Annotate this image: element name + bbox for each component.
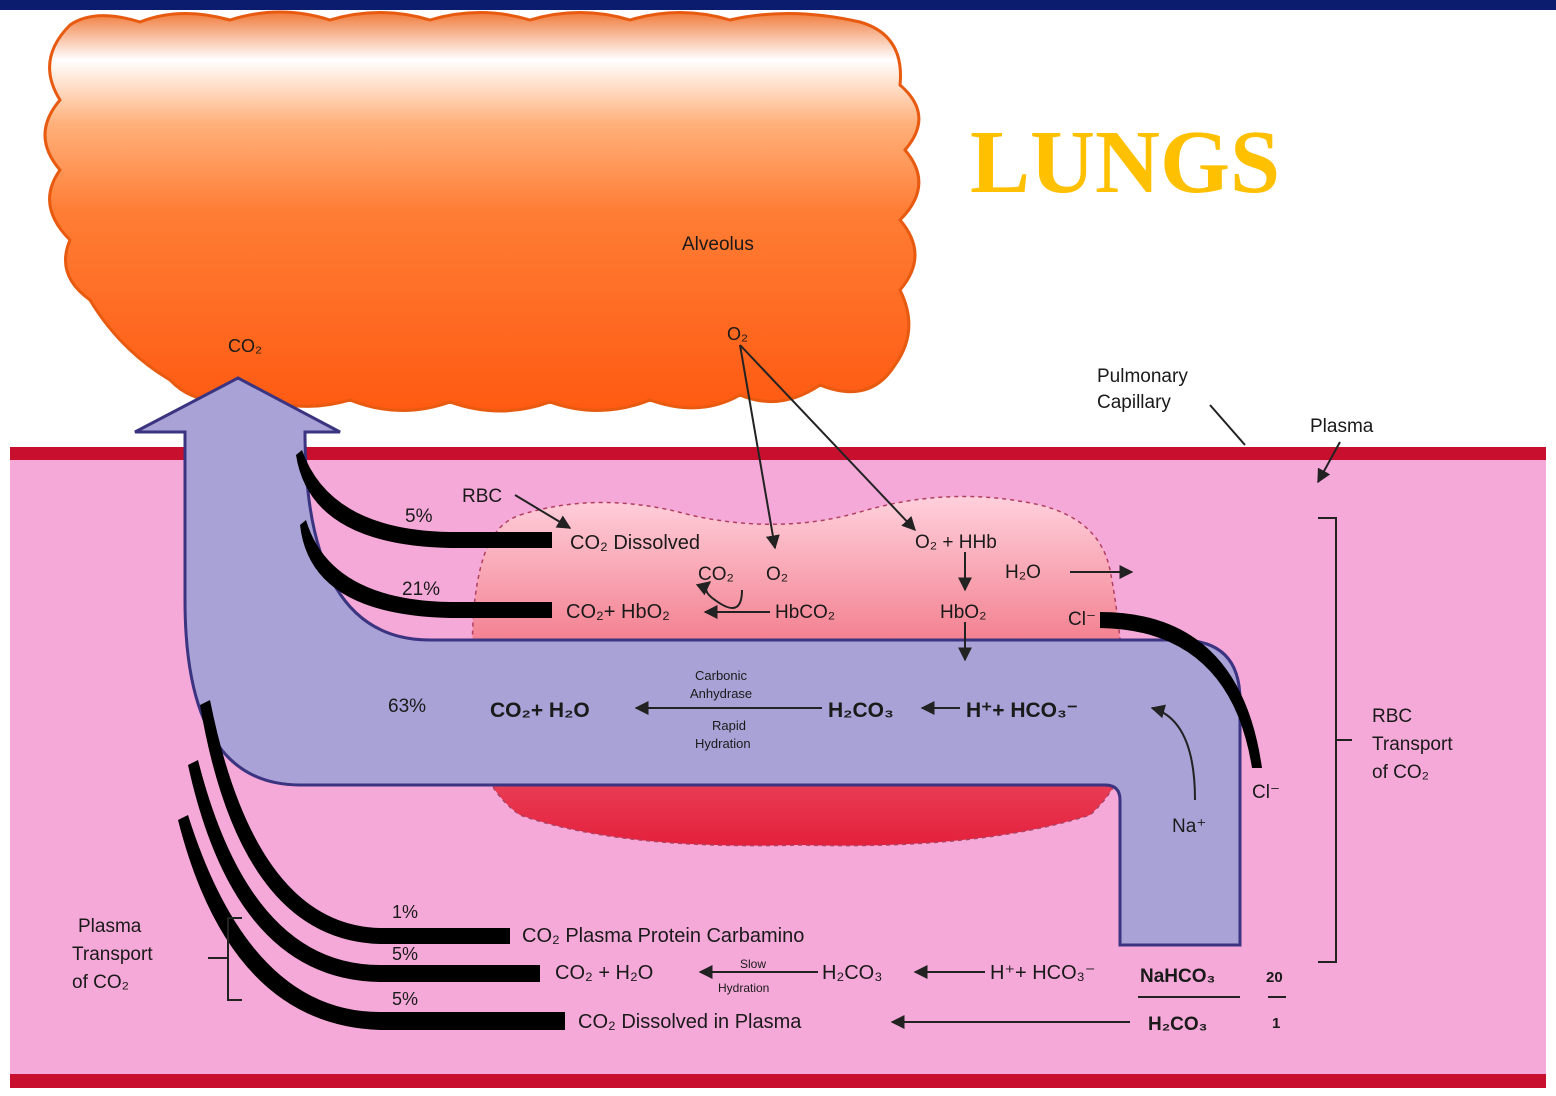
enzyme-label-1: Carbonic	[695, 668, 748, 683]
plasma-row-3-text: CO₂ Dissolved in Plasma	[578, 1011, 802, 1033]
enzyme-label-2: Anhydrase	[690, 686, 752, 701]
plasma-transport-label-3: of CO₂	[72, 972, 129, 993]
plasma-row-1-percent: 1%	[392, 902, 418, 922]
alveolus-label: Alveolus	[682, 234, 754, 255]
rbc-label: RBC	[462, 486, 502, 507]
rapid-label-1: Rapid	[712, 718, 746, 733]
rbc-co2-label: CO₂	[698, 564, 734, 585]
nahco3-label: NaHCO₃	[1140, 966, 1215, 987]
plasma-label: Plasma	[1310, 416, 1374, 437]
rbc-h-hco3-label: H⁺+ HCO₃⁻	[966, 699, 1078, 722]
hbco2-label: HbCO₂	[775, 602, 835, 623]
rbc-transport-label-1: RBC	[1372, 706, 1412, 727]
ratio-bottom: 1	[1272, 1015, 1280, 1032]
rbc-transport-label-3: of CO₂	[1372, 762, 1429, 783]
rbc-row-3-text: CO₂+ H₂O	[490, 699, 590, 722]
rbc-row-2-percent: 21%	[402, 579, 440, 600]
rbc-o2-label: O₂	[766, 564, 788, 585]
plasma-h2co3-label: H₂CO₃	[822, 962, 882, 984]
alveolus-o2-label: O₂	[727, 324, 748, 344]
rbc-row-1-text: CO₂ Dissolved	[570, 532, 700, 554]
rbc-transport-label-2: Transport	[1372, 734, 1453, 755]
plasma-row-2-text: CO₂ + H₂O	[555, 962, 653, 984]
slow-label: Slow	[740, 957, 766, 971]
plasma-row-2-percent: 5%	[392, 944, 418, 964]
plasma-row-1-text: CO₂ Plasma Protein Carbamino	[522, 925, 804, 947]
page-title: LUNGS	[970, 113, 1280, 212]
plasma-row-3-percent: 5%	[392, 989, 418, 1009]
cl-inside-label: Cl⁻	[1068, 609, 1096, 630]
plasma-h-hco3-label: H⁺+ HCO₃⁻	[990, 962, 1095, 984]
pulmonary-capillary-label-2: Capillary	[1097, 392, 1171, 413]
hydration-label: Hydration	[718, 981, 769, 995]
rbc-row-2-text: CO₂+ HbO₂	[566, 601, 670, 623]
pulmonary-capillary-label-1: Pulmonary	[1097, 366, 1188, 387]
plasma-transport-label-1: Plasma	[78, 916, 142, 937]
rbc-row-3-percent: 63%	[388, 696, 426, 717]
h2co3-bottom-label: H₂CO₃	[1148, 1014, 1207, 1035]
h2o-label: H₂O	[1005, 562, 1041, 583]
alveolus-cloud	[45, 12, 919, 411]
ratio-top: 20	[1266, 969, 1283, 986]
na-label: Na⁺	[1172, 816, 1206, 837]
rapid-label-2: Hydration	[695, 736, 751, 751]
vessel-wall-bottom	[10, 1074, 1546, 1088]
cl-outside-label: Cl⁻	[1252, 782, 1280, 803]
hbo2-label: HbO₂	[940, 602, 986, 623]
plasma-transport-label-2: Transport	[72, 944, 153, 965]
alveolus-co2-label: CO₂	[228, 336, 262, 356]
rbc-row-1-percent: 5%	[405, 506, 433, 527]
pulmonary-pointer	[1210, 405, 1245, 445]
o2-hhb-label: O₂ + HHb	[915, 532, 997, 553]
rbc-h2co3-label: H₂CO₃	[828, 699, 894, 722]
